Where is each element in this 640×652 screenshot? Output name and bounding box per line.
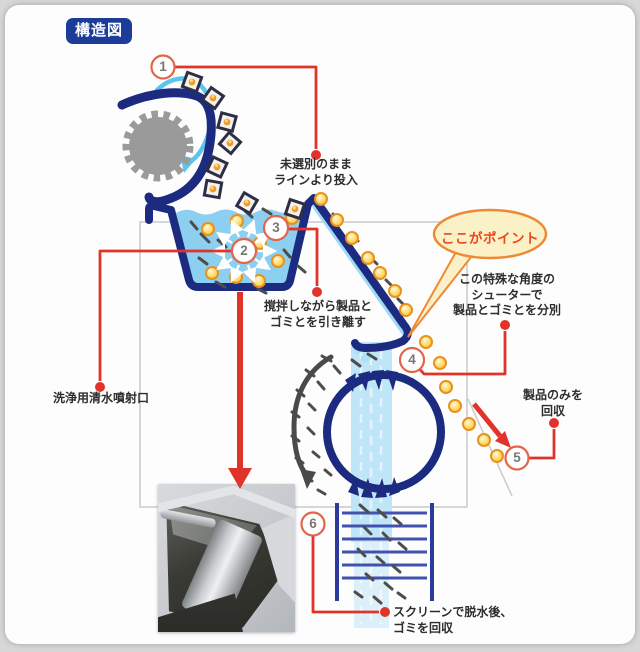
annotation-line: 洗浄用清水噴射口	[52, 391, 149, 405]
annotation-spray-nozzle: 洗浄用清水噴射口	[48, 391, 154, 407]
step-rings	[150, 54, 530, 537]
annotation-lines	[98, 65, 556, 614]
dewatering-screen	[335, 503, 434, 601]
annotation-line: 回収	[540, 403, 565, 418]
callout-point-label: ここがポイント	[441, 231, 539, 246]
debris-ejection-arrow	[291, 354, 334, 489]
annotation-step4-chuter: この特殊な角度の シューターで 製品とゴミとを分別	[437, 272, 577, 319]
step-1-number: 1	[159, 59, 167, 74]
annotation-line: ラインより投入	[274, 172, 358, 187]
step-2-number: 2	[240, 243, 248, 258]
step-6-number: 6	[309, 516, 317, 531]
tank-to-photo-arrow-line	[237, 292, 243, 468]
annotation-line: ゴミを回収	[393, 620, 454, 635]
annotation-line: 撹拌しながら製品と	[263, 299, 372, 313]
unsorted-items	[180, 70, 307, 221]
gear-icon	[122, 110, 194, 182]
annotation-line: シューターで	[471, 287, 543, 302]
product-exit-arrowhead	[495, 431, 511, 448]
feeder-curve	[117, 88, 216, 207]
white-panel	[5, 5, 635, 644]
annotation-step6-screen: スクリーンで脱水後、 ゴミを回収	[393, 605, 533, 636]
title-badge: 構造図	[66, 18, 132, 44]
annotation-line: 製品のみを	[522, 388, 583, 402]
annotation-step3-agitate: 撹拌しながら製品と ゴミとを引き離す	[248, 299, 388, 330]
annotation-line: スクリーンで脱水後、	[393, 605, 513, 619]
step-4-number: 4	[408, 352, 416, 367]
debris-particles	[189, 207, 408, 605]
annotation-line: ゴミとを引き離す	[269, 314, 366, 329]
step-5-number: 5	[513, 450, 521, 465]
drum-flow-triangles	[345, 370, 400, 498]
tank-to-photo-arrow-head	[228, 468, 252, 489]
callout-bubble	[407, 208, 548, 338]
annotation-line: この特殊な角度の	[458, 272, 555, 286]
machine-photo	[158, 484, 295, 632]
annotation-step1-input: 未選別のまま ラインより投入	[246, 157, 386, 188]
annotation-dots	[95, 150, 559, 617]
annotation-step5-collect: 製品のみを 回収	[503, 388, 603, 419]
wash-tank-and-chute	[145, 194, 412, 352]
annotation-line: 未選別のまま	[279, 157, 352, 171]
annotation-line: 製品とゴミとを分別	[452, 303, 561, 317]
step-3-number: 3	[272, 220, 280, 235]
